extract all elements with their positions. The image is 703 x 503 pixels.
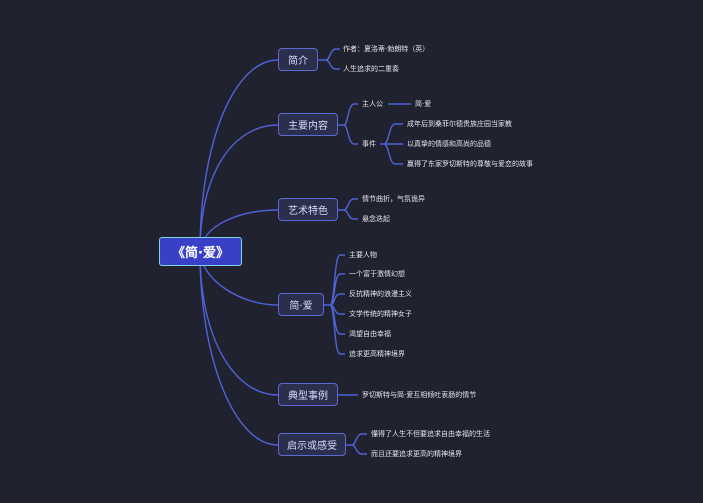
jane-item[interactable]: 反抗精神的浪漫主义: [349, 290, 412, 298]
branch-art[interactable]: 艺术特色: [278, 198, 338, 221]
content-event-item[interactable]: 成年后到桑菲尔德贵族庄园当家教: [407, 120, 512, 128]
link-root-content: [199, 124, 279, 253]
link-events: [380, 123, 403, 165]
art-item[interactable]: 悬念迭起: [362, 215, 390, 223]
branch-jane[interactable]: 简·爱: [278, 293, 324, 316]
intro-item[interactable]: 作者：夏洛蒂·勃朗特（英）: [343, 45, 430, 53]
link-root-insight: [199, 251, 279, 446]
jane-item[interactable]: 主要人物: [349, 251, 377, 259]
link-root-example: [199, 251, 279, 396]
content-events-label[interactable]: 事件: [362, 140, 376, 148]
branch-example[interactable]: 典型事例: [278, 383, 338, 406]
jane-item[interactable]: 追求更高精神境界: [349, 350, 405, 358]
jane-item[interactable]: 一个富于激情幻想: [349, 270, 405, 278]
insight-item[interactable]: 懂得了人生不但要追求自由幸福的生活: [371, 430, 490, 438]
link-art-items: [338, 198, 358, 220]
link-insight-items: [346, 433, 367, 455]
content-event-item[interactable]: 赢得了东家罗切斯特的尊敬与爱恋的故事: [407, 160, 533, 168]
insight-item[interactable]: 而且还要追求更高的精神境界: [371, 450, 462, 458]
intro-item[interactable]: 人生追求的二重奏: [343, 65, 399, 73]
jane-item[interactable]: 渴望自由幸福: [349, 330, 391, 338]
content-event-item[interactable]: 以真挚的情感和高尚的品德: [407, 140, 491, 148]
link-intro-items: [318, 48, 340, 70]
root-node[interactable]: 《简·爱》: [159, 237, 242, 266]
art-item[interactable]: 情节曲折，气氛诡异: [362, 195, 425, 203]
branch-intro[interactable]: 简介: [278, 48, 318, 71]
branch-content[interactable]: 主要内容: [278, 113, 338, 136]
content-protagonist-value[interactable]: 简·爱: [415, 100, 432, 108]
link-jane-items: [324, 254, 345, 355]
link-root-intro: [199, 59, 279, 253]
branch-insight[interactable]: 启示或感受: [278, 433, 346, 456]
jane-item[interactable]: 文学传统的精神女子: [349, 310, 412, 318]
content-protagonist-label[interactable]: 主人公: [362, 100, 383, 108]
example-item[interactable]: 罗切斯特与简·爱互相倾吐衷肠的情节: [362, 391, 477, 399]
link-content-sub: [338, 103, 358, 145]
